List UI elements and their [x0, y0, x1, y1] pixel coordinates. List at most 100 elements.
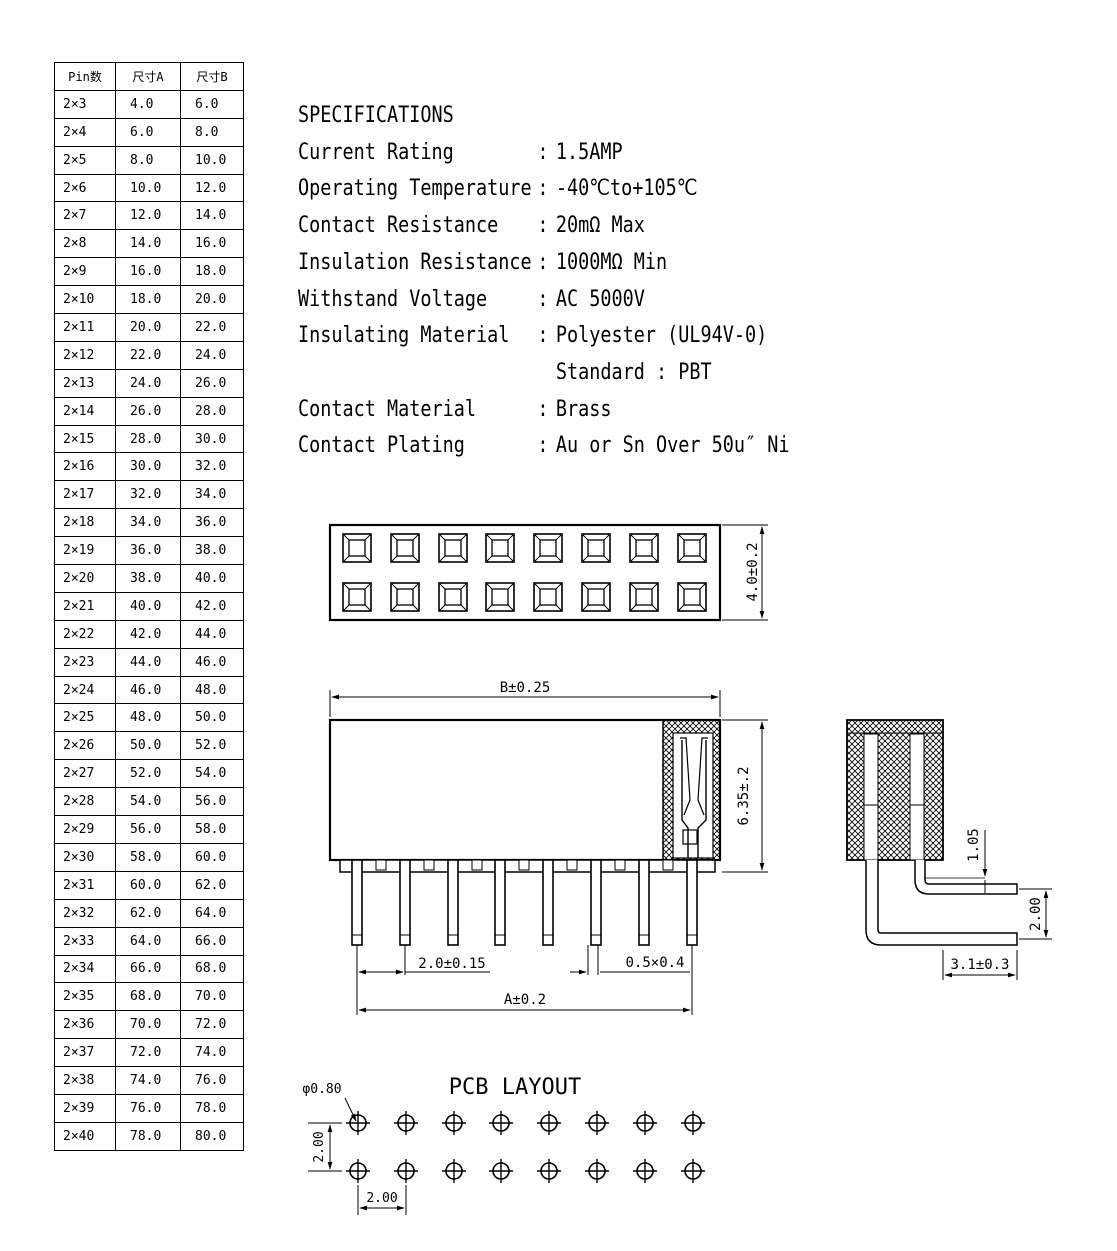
size-b-cell: 34.0 [180, 480, 244, 510]
size-a-cell: 76.0 [115, 1093, 181, 1123]
standoff [518, 859, 530, 871]
pcb-hole [585, 1159, 609, 1183]
front-view-pins [351, 859, 698, 946]
pin-count-cell: 2×35 [54, 982, 116, 1012]
pin [590, 859, 602, 946]
top-view: 4.0±0.2 [328, 523, 768, 622]
pcb-hole [346, 1159, 370, 1183]
spec-row: Operating Temperature:-40℃to+105℃ [298, 171, 790, 208]
pin-section-label: 0.5×0.4 [625, 955, 684, 971]
spec-row: Insulating Material:Polyester (UL94V-0) [298, 318, 790, 355]
size-b-cell: 26.0 [180, 368, 244, 398]
size-b-cell: 6.0 [180, 89, 244, 119]
pin [686, 859, 698, 946]
contact-cavity [438, 582, 468, 612]
contact-cavity [629, 533, 659, 563]
pin-count-cell: 2×24 [54, 675, 116, 705]
contact-cavity [677, 533, 707, 563]
pin-count-cell: 2×38 [54, 1066, 116, 1095]
size-b-cell: 68.0 [180, 954, 244, 984]
size-a-cell: 26.0 [115, 396, 181, 426]
contact-cavity [581, 582, 611, 612]
height-side-label: 6.35±.2 [736, 766, 752, 825]
contact-cavity [342, 582, 372, 612]
pin-count-cell: 2×19 [54, 536, 116, 566]
standoff [566, 859, 578, 871]
spec-value: 20mΩ Max [555, 213, 645, 239]
pin-count-cell: 2×23 [54, 647, 116, 677]
size-b-cell: 8.0 [180, 117, 244, 147]
size-a-cell: 18.0 [115, 285, 181, 315]
spec-row: Standard : PBT [298, 355, 790, 392]
size-b-cell: 22.0 [180, 313, 244, 342]
pin [351, 859, 363, 946]
pcb-title: PCB LAYOUT [449, 1075, 581, 1100]
size-a-cell: 62.0 [115, 898, 181, 928]
size-a-cell: 6.0 [115, 117, 181, 147]
pcb-hole [394, 1111, 418, 1135]
hole-diameter-label: φ0.80 [302, 1082, 341, 1097]
spec-label: Withstand Voltage [298, 286, 488, 312]
offset-label: 1.05 [966, 828, 982, 862]
size-b-cell: 54.0 [180, 759, 244, 789]
pin-count-cell: 2×22 [54, 619, 116, 649]
spec-separator: : [537, 323, 549, 349]
spec-value: Brass [555, 396, 612, 422]
standoff [423, 859, 435, 871]
size-a-cell: 12.0 [115, 201, 181, 231]
height-top-label: 4.0±0.2 [745, 542, 761, 601]
size-b-cell: 48.0 [180, 675, 244, 705]
pcb-hole [681, 1111, 705, 1135]
spec-label: Contact Plating [298, 433, 465, 459]
spec-separator: : [537, 139, 549, 165]
size-b-cell: 32.0 [180, 452, 244, 482]
tail-label: 3.1±0.3 [950, 957, 1009, 973]
size-b-cell: 72.0 [180, 1010, 244, 1040]
contact-cavity [533, 582, 563, 612]
size-b-cell: 28.0 [180, 396, 244, 426]
size-b-cell: 10.0 [180, 145, 244, 175]
size-a-cell: 72.0 [115, 1038, 181, 1068]
contact-cavity [629, 582, 659, 612]
pin-count-cell: 2×4 [54, 117, 116, 147]
header-size-a: 尺寸A [115, 62, 181, 91]
pin-count-cell: 2×11 [54, 313, 116, 342]
pcb-hole [633, 1111, 657, 1135]
size-b-cell: 12.0 [180, 173, 244, 203]
pcb-hole [537, 1111, 561, 1135]
size-a-cell: 10.0 [115, 173, 181, 203]
pcb-hole [537, 1159, 561, 1183]
size-a-cell: 14.0 [115, 229, 181, 259]
spec-row: Contact Resistance:20mΩ Max [298, 208, 790, 245]
size-a-cell: 44.0 [115, 647, 181, 677]
spec-row: Current Rating:1.5AMP [298, 135, 790, 172]
spec-value: Standard : PBT [555, 359, 712, 385]
size-b-cell: 64.0 [180, 898, 244, 928]
pcb-hole [489, 1159, 513, 1183]
pin-count-cell: 2×10 [54, 285, 116, 315]
pin-count-cell: 2×39 [54, 1093, 116, 1123]
pin-count-cell: 2×7 [54, 201, 116, 231]
spec-separator: : [537, 176, 549, 202]
front-view: B±0.25 6.35±.2 2.0±0.15 [328, 680, 768, 1015]
contact-cavity [390, 533, 420, 563]
size-b-cell: 44.0 [180, 619, 244, 649]
spec-label: Contact Resistance [298, 213, 499, 239]
